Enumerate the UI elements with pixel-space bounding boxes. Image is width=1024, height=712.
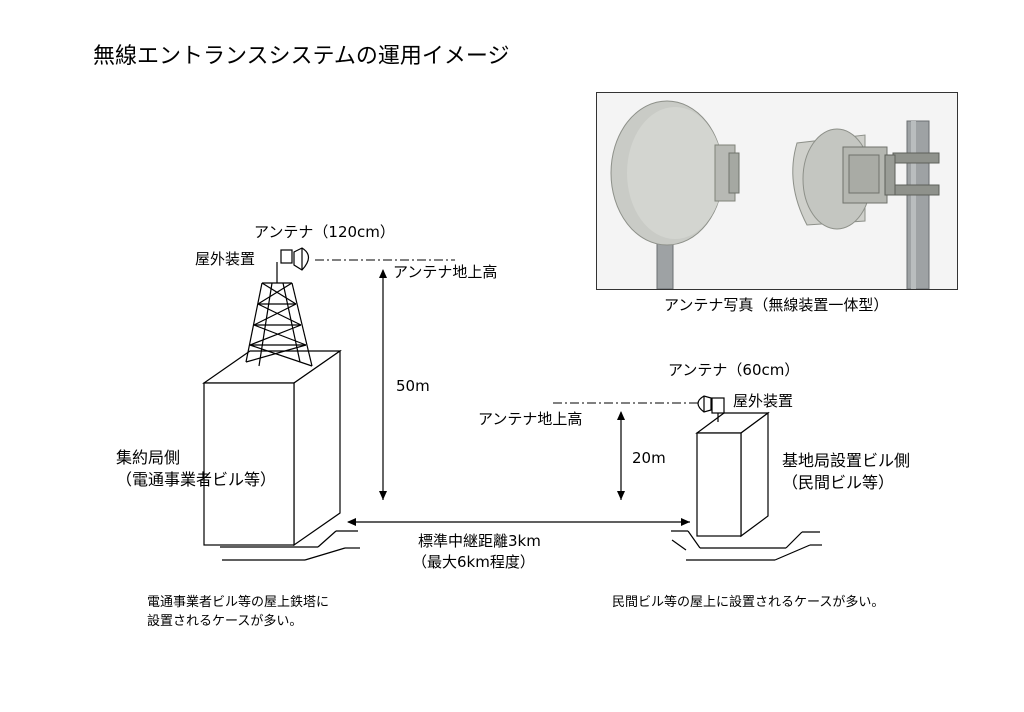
right-note: 民間ビル等の屋上に設置されるケースが多い。 (612, 595, 885, 610)
right-building-label: 基地局設置ビル側 (782, 451, 911, 470)
distance-max-label: （最大6km程度） (412, 553, 535, 571)
photo-caption: アンテナ写真（無線装置一体型） (664, 296, 889, 314)
left-antenna (280, 247, 310, 271)
antenna-photo (596, 92, 958, 290)
antenna-photo-illustration (610, 100, 940, 290)
right-antenna-label: アンテナ（60cm） (668, 361, 800, 379)
left-roads (220, 530, 360, 561)
left-building-label: 集約局側 (116, 448, 181, 467)
left-antenna-label: アンテナ（120cm） (254, 223, 395, 241)
right-antenna (697, 395, 725, 422)
distance-label: 標準中継距離3km (418, 532, 541, 550)
right-height-value: 20m (632, 449, 666, 467)
left-note-line2: 設置されるケースが多い。 (147, 614, 303, 629)
left-building-sublabel: （電通事業者ビル等） (116, 470, 277, 489)
steel-tower (245, 262, 313, 367)
left-building (202, 349, 342, 547)
left-height-value: 50m (396, 377, 430, 395)
left-note-line1: 電通事業者ビル等の屋上鉄塔に (147, 595, 330, 610)
right-height-label: アンテナ地上高 (478, 410, 583, 428)
page-title: 無線エントランスシステムの運用イメージ (93, 44, 510, 69)
right-roads (671, 530, 822, 561)
right-building (695, 411, 770, 538)
left-height-label: アンテナ地上高 (393, 263, 498, 281)
left-outdoor-unit-label: 屋外装置 (195, 250, 256, 268)
right-building-sublabel: （民間ビル等） (782, 473, 895, 492)
right-outdoor-unit-label: 屋外装置 (733, 392, 794, 410)
